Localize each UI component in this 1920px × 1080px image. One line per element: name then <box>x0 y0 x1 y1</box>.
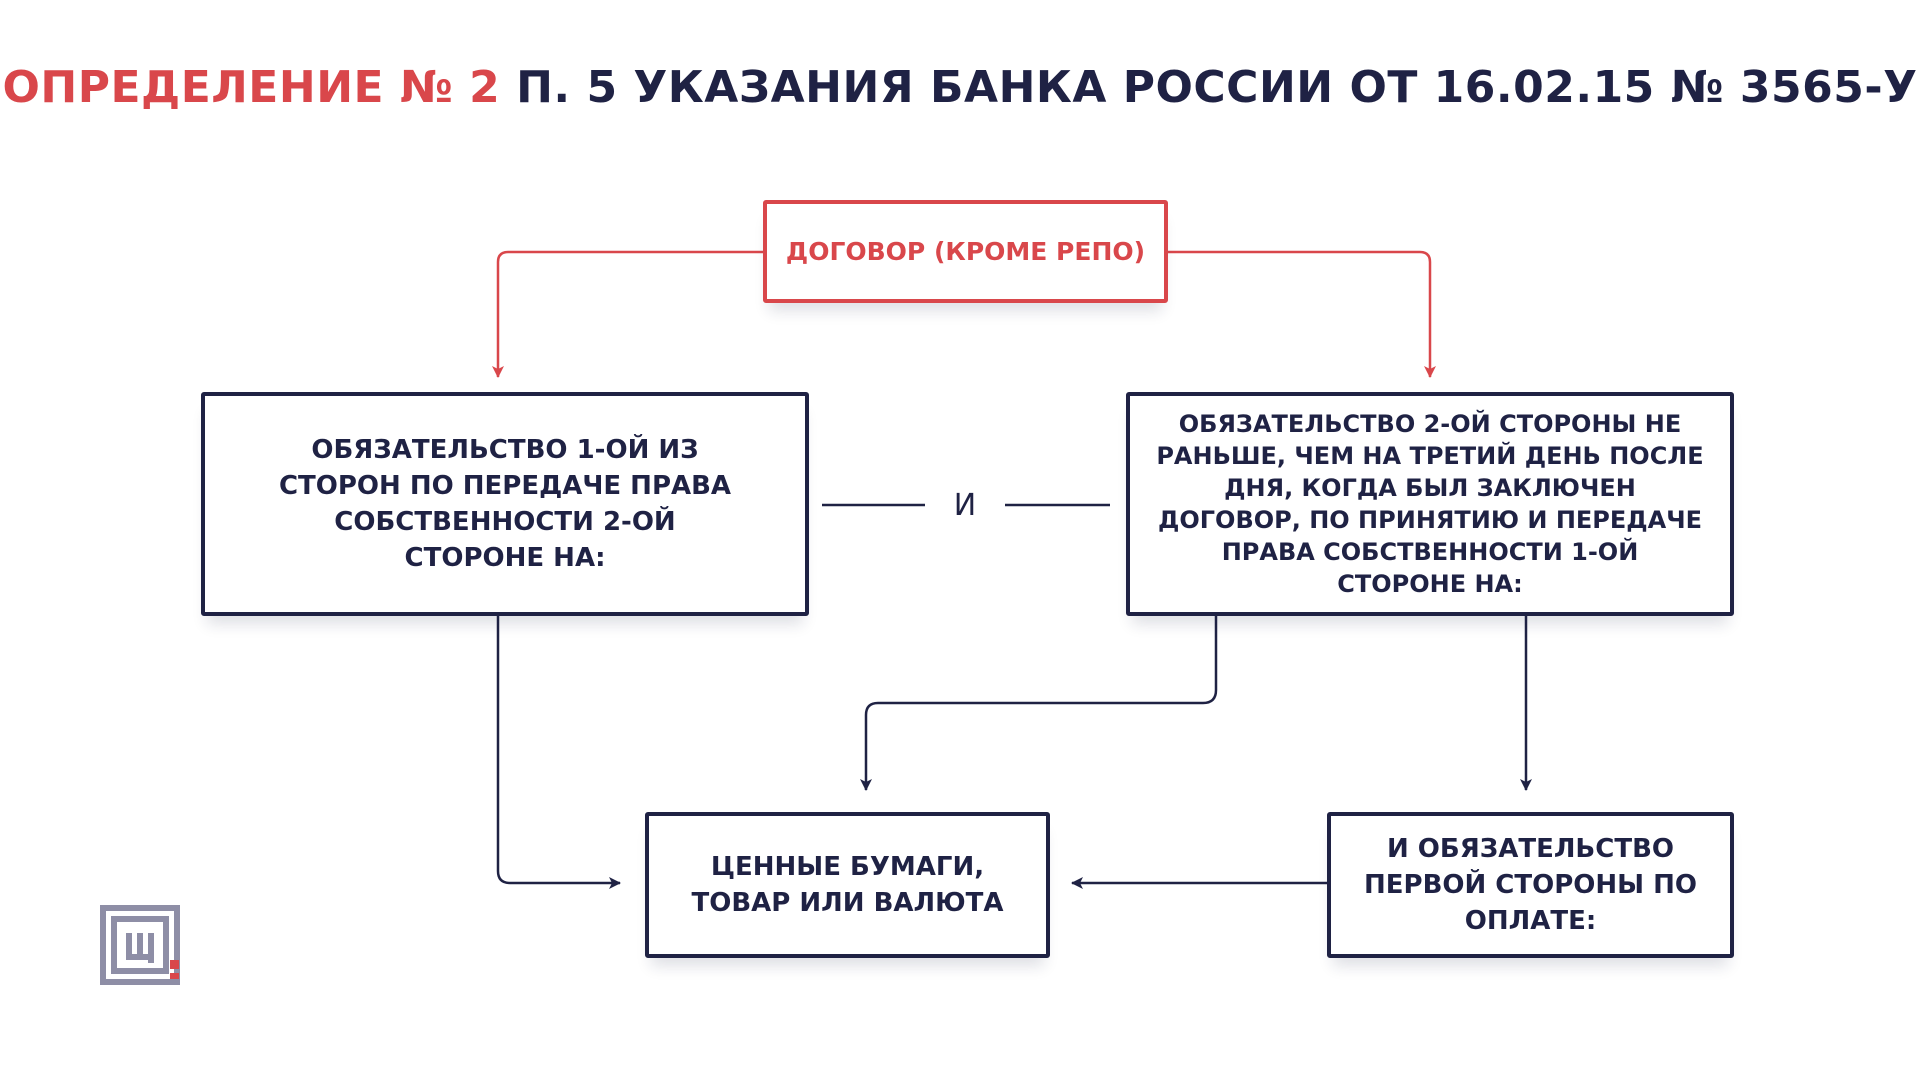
contract-box-label: ДОГОВОР (КРОМЕ РЕПО) <box>785 237 1146 266</box>
payment-obligation-text: И ОБЯЗАТЕЛЬСТВО ПЕРВОЙ СТОРОНЫ ПО ОПЛАТЕ… <box>1364 834 1697 936</box>
and-connector-label: И <box>953 488 977 523</box>
arrow-right-to-bottom-mid <box>860 616 1218 791</box>
contract-box: ДОГОВОР (КРОМЕ РЕПО) <box>763 200 1168 303</box>
first-party-obligation-text: ОБЯЗАТЕЛЬСТВО 1-ОЙ ИЗ СТОРОН ПО ПЕРЕДАЧЕ… <box>278 435 732 573</box>
first-party-obligation-box: ОБЯЗАТЕЛЬСТВО 1-ОЙ ИЗ СТОРОН ПО ПЕРЕДАЧЕ… <box>201 392 809 616</box>
payment-obligation-box: И ОБЯЗАТЕЛЬСТВО ПЕРВОЙ СТОРОНЫ ПО ОПЛАТЕ… <box>1327 812 1734 958</box>
arrow-left-to-bottom-mid <box>496 616 621 889</box>
page-title: ОПРЕДЕЛЕНИЕ № 2 П. 5 УКАЗАНИЯ БАНКА РОСС… <box>0 62 1920 113</box>
assets-box: ЦЕННЫЕ БУМАГИ, ТОВАР ИЛИ ВАЛЮТА <box>645 812 1050 958</box>
assets-box-text: ЦЕННЫЕ БУМАГИ, ТОВАР ИЛИ ВАЛЮТА <box>691 852 1004 918</box>
second-party-obligation-text: ОБЯЗАТЕЛЬСТВО 2-ОЙ СТОРОНЫ НЕ РАНЬШЕ, ЧЕ… <box>1156 410 1704 598</box>
brand-logo-icon <box>100 905 180 985</box>
title-rest: П. 5 УКАЗАНИЯ БАНКА РОССИИ ОТ 16.02.15 №… <box>516 62 1918 113</box>
title-accent: ОПРЕДЕЛЕНИЕ № 2 <box>2 62 501 113</box>
second-party-obligation-box: ОБЯЗАТЕЛЬСТВО 2-ОЙ СТОРОНЫ НЕ РАНЬШЕ, ЧЕ… <box>1126 392 1734 616</box>
arrow-top-to-right <box>1168 250 1436 378</box>
arrow-top-to-left <box>492 250 763 378</box>
